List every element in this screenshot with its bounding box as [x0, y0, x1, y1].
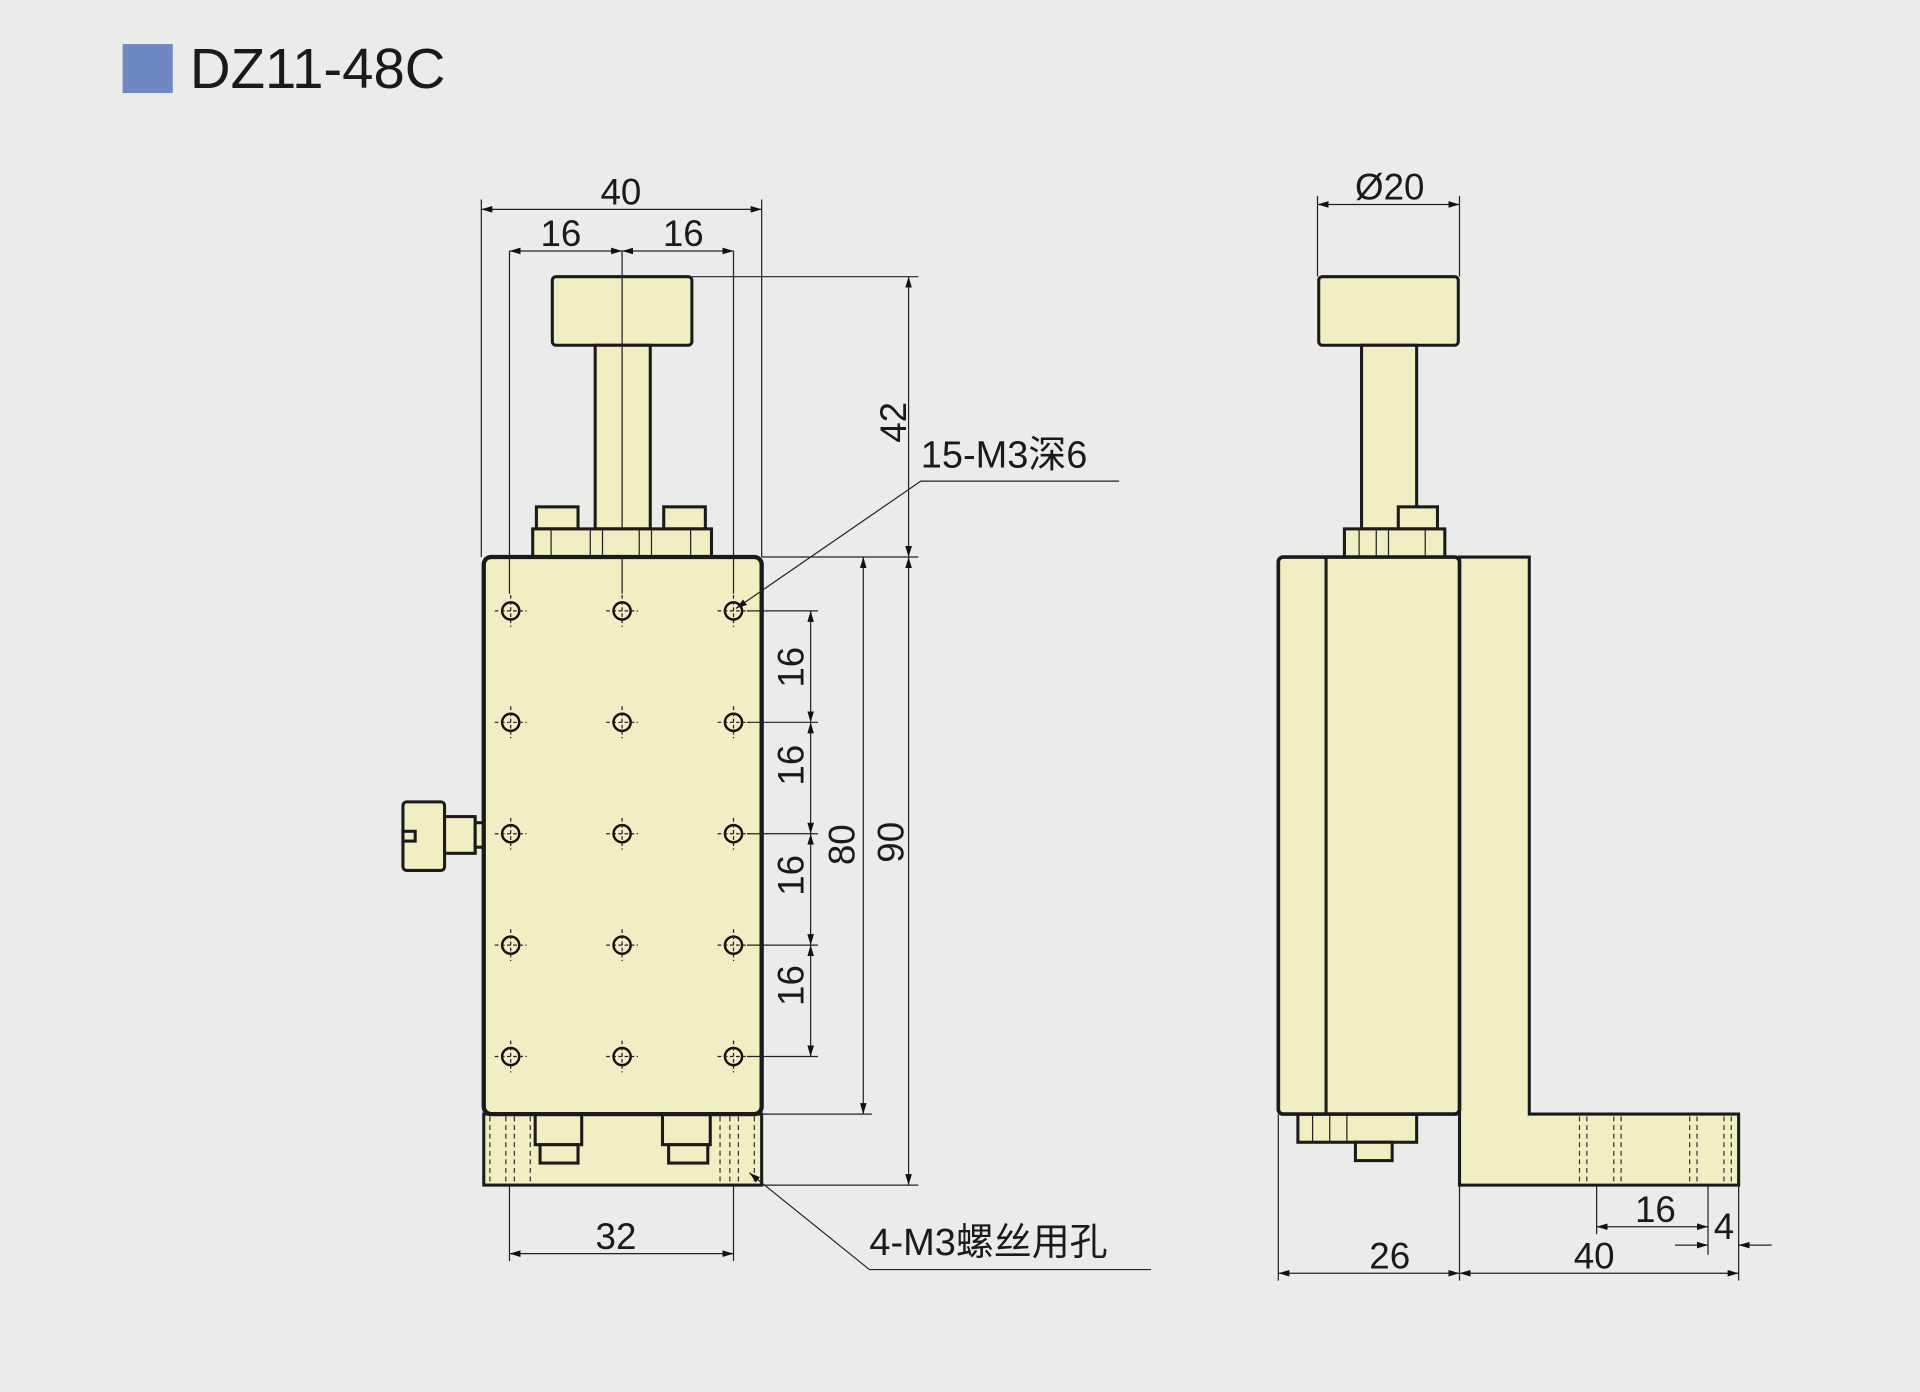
dim-bracket-40: 40	[1574, 1235, 1615, 1276]
m3-hole	[606, 1040, 639, 1073]
m3-hole	[717, 817, 750, 850]
dim-pitch-16-right: 16	[663, 213, 704, 254]
dim-vpitch-3: 16	[770, 855, 811, 896]
dim-vpitch-4: 16	[770, 965, 811, 1006]
m3-hole	[717, 706, 750, 739]
dim-width-40: 40	[600, 171, 641, 212]
top-nut-right	[662, 505, 707, 531]
dim-body-height-80: 80	[822, 824, 863, 865]
m3-hole	[494, 817, 527, 850]
m3-hole	[717, 1040, 750, 1073]
m3-hole	[717, 929, 750, 962]
front-base	[482, 1112, 764, 1187]
side-view: Ø20 26 40 16 4	[1276, 167, 1772, 1281]
m3-hole	[606, 594, 639, 627]
dim-hole-spacing-16: 16	[1635, 1189, 1676, 1230]
dim-vpitch-2: 16	[770, 745, 811, 786]
dim-pitch-16-left: 16	[540, 213, 581, 254]
m3-hole	[606, 817, 639, 850]
m3-hole	[494, 929, 527, 962]
side-body	[1276, 555, 1462, 1116]
note-base-holes: 4-M3螺丝用孔	[869, 1222, 1107, 1264]
m3-hole	[494, 706, 527, 739]
dim-knob-height-42: 42	[873, 402, 914, 443]
m3-hole	[606, 929, 639, 962]
dim-body-depth-26: 26	[1369, 1235, 1410, 1276]
m3-hole	[606, 706, 639, 739]
note-top-holes: 15-M3深6	[921, 435, 1088, 477]
bracket	[1457, 555, 1741, 1187]
title-square-icon	[122, 44, 173, 94]
stage-body	[481, 554, 764, 1117]
top-nut-left	[534, 505, 580, 531]
side-knob-top	[1317, 275, 1460, 347]
dim-edge-offset-4: 4	[1714, 1206, 1734, 1247]
dim-knob-diameter: Ø20	[1355, 167, 1424, 208]
m3-hole	[717, 594, 750, 627]
dim-vpitch-1: 16	[770, 647, 811, 688]
model-title: DZ11-48C	[190, 37, 446, 100]
top-nut-row	[531, 527, 714, 559]
mounting-holes	[494, 594, 750, 1073]
front-view: 40 16 16 42 90 80 16 16 16 16 32 15-M3深6…	[401, 171, 1151, 1271]
dim-base-holes-32: 32	[596, 1216, 637, 1257]
dim-total-height-90: 90	[871, 822, 912, 863]
m3-hole	[494, 1040, 527, 1073]
m3-hole	[494, 594, 527, 627]
